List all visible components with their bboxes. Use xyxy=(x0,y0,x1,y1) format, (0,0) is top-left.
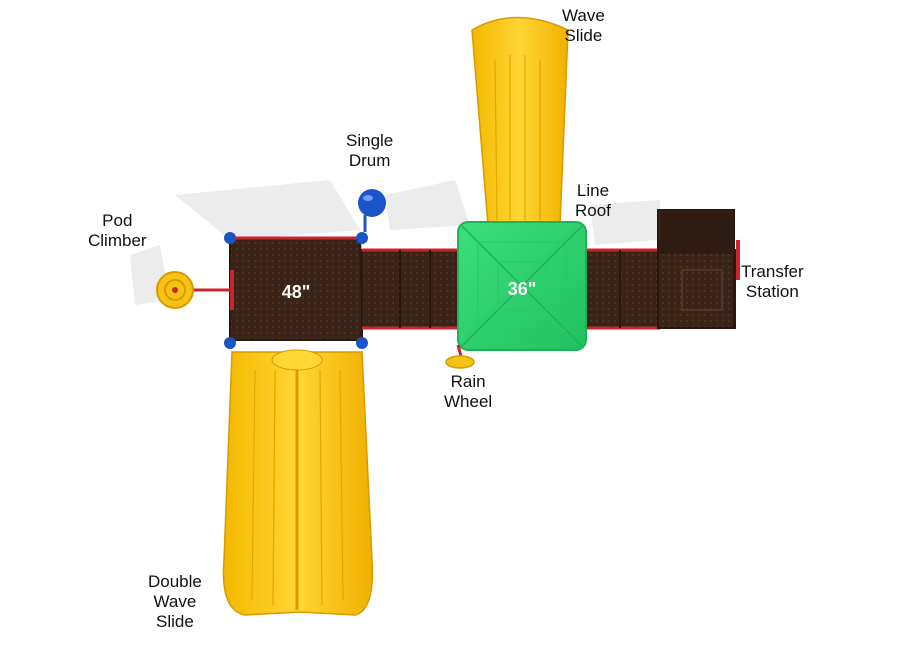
wave-slide xyxy=(471,16,569,226)
double-wave-slide xyxy=(222,349,374,616)
left-deck-height-label: 48" xyxy=(282,282,311,302)
left-deck: 48" xyxy=(229,236,363,341)
ground-shadows xyxy=(130,180,660,305)
single-drum xyxy=(358,189,386,232)
roof-deck-height-label: 36" xyxy=(508,279,537,299)
pod-climber xyxy=(156,270,234,310)
walkway xyxy=(361,248,459,330)
rain-wheel xyxy=(445,344,475,369)
transfer-station xyxy=(657,209,740,329)
posts xyxy=(224,232,368,349)
line-roof: 36" xyxy=(457,221,587,351)
